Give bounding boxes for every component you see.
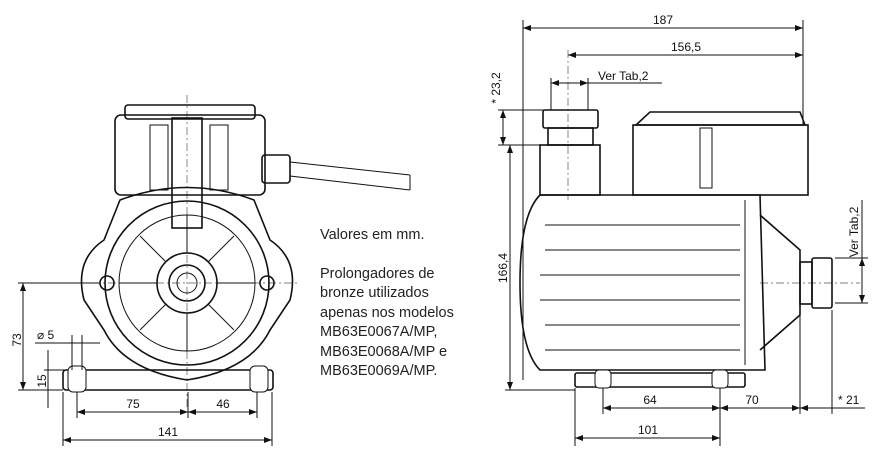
side-view-dimensions: 187 156,5 Ver Tab,2 * 23,2 166,4 Ver Tab… [489,13,868,446]
dim-64: 64 [643,393,657,407]
dim-187: 187 [653,13,673,27]
dim-166-4: 166,4 [496,253,510,283]
note-line: MB63E0068A/MP e [320,343,448,360]
dim-156-5: 156,5 [671,40,701,54]
side-view-pump [519,50,860,389]
notes-block: Valores em mm. Prolongadores de bronze u… [320,226,454,382]
dim-inlet-thread: Ver Tab,2 [847,206,861,257]
dim-75: 75 [126,397,140,411]
dim-15: 15 [35,374,49,388]
dim-hole-diameter: ⌀ 5 [37,328,55,342]
dim-21: * 21 [838,393,860,407]
front-view-dimensions: 73 ⌀ 5 15 75 46 141 [10,282,273,446]
note-line: MB63E0067A/MP, [320,324,438,340]
units-note: Valores em mm. [320,227,425,243]
dim-70: 70 [745,393,759,407]
note-line: Prolongadores de [320,265,435,282]
dim-23-2: * 23,2 [489,72,503,104]
front-view-pump [60,95,411,410]
note-line: MB63E0069A/MP. [320,363,438,379]
dim-101: 101 [638,423,658,437]
note-line: apenas nos modelos [320,304,454,321]
note-line: bronze utilizados [320,285,429,301]
dim-outlet-thread: Ver Tab,2 [598,69,649,83]
dim-141: 141 [158,425,178,439]
dim-46: 46 [216,397,230,411]
dim-73: 73 [10,333,24,347]
